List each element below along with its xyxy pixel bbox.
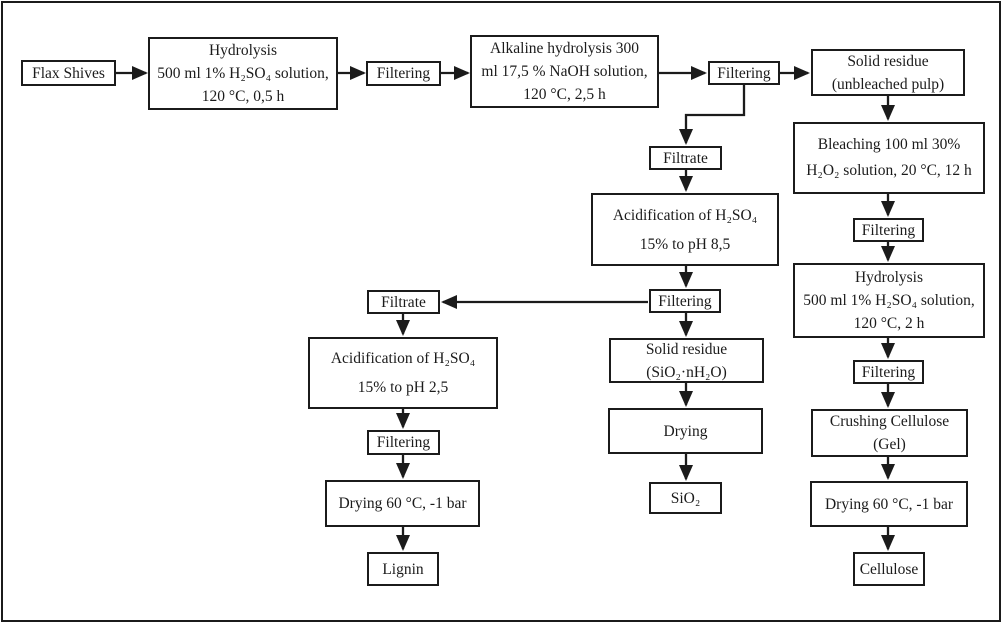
node-filtering-6: Filtering: [367, 430, 440, 455]
node-label: Flax Shives: [32, 64, 105, 82]
node-acidification-ph85: Acidification of H₂SO₄ 15% to pH 8,5: [591, 193, 779, 266]
node-solid-residue-pulp: Solid residue (unbleached pulp): [811, 49, 965, 96]
node-drying-sio2: Drying: [608, 408, 763, 454]
node-filtering-4: Filtering: [853, 360, 924, 384]
node-line: 500 ml 1% H₂SO₄ solution,: [803, 292, 975, 309]
node-filtering-5: Filtering: [649, 289, 721, 313]
node-crushing-cellulose: Crushing Cellulose (Gel): [811, 409, 968, 457]
node-label: Cellulose: [859, 560, 919, 578]
node-filtering-1: Filtering: [366, 61, 441, 86]
node-line: 15% to pH 2,5: [357, 379, 449, 396]
node-line: (Gel): [873, 436, 906, 453]
node-line: 500 ml 1% H₂SO₄ solution,: [157, 65, 329, 82]
node-line: 120 °C, 2 h: [853, 315, 925, 332]
node-label: Drying 60 °C, -1 bar: [338, 495, 467, 512]
node-label: Filtrate: [381, 293, 426, 311]
edge-filtering2-to-filtrate1: [679, 85, 746, 145]
node-solid-residue-sio2: Solid residue (SiO₂·nH₂O): [609, 338, 764, 383]
node-drying-lignin: Drying 60 °C, -1 bar: [325, 480, 480, 527]
node-label: Filtering: [717, 64, 771, 82]
node-line: Solid residue: [645, 340, 728, 358]
node-flax-shives: Flax Shives: [21, 60, 116, 86]
node-hydrolysis-2: Hydrolysis 500 ml 1% H₂SO₄ solution, 120…: [793, 263, 985, 338]
node-hydrolysis-1: Hydrolysis 500 ml 1% H₂SO₄ solution, 120…: [148, 37, 338, 110]
node-line: H₂O₂ solution, 20 °C, 12 h: [806, 162, 972, 179]
node-line: Hydrolysis: [854, 269, 924, 286]
node-label: Filtrate: [663, 149, 708, 167]
node-sio2: SiO₂: [649, 482, 722, 514]
node-line: (SiO₂·nH₂O): [646, 363, 727, 381]
node-label: Filtering: [376, 434, 431, 451]
node-label: Filtering: [376, 65, 431, 82]
node-line: Alkaline hydrolysis 300: [490, 40, 639, 57]
node-label: Filtering: [658, 292, 712, 310]
node-label: Lignin: [382, 560, 424, 578]
node-alkaline-hydrolysis: Alkaline hydrolysis 300 ml 17,5 % NaOH s…: [470, 35, 659, 108]
node-line: 15% to pH 8,5: [639, 235, 731, 253]
node-line: Acidification of H₂SO₄: [330, 350, 476, 367]
node-line: Hydrolysis: [208, 42, 278, 59]
node-line: Crushing Cellulose: [829, 413, 950, 430]
node-label: Drying: [663, 422, 708, 440]
node-line: Solid residue: [847, 52, 929, 70]
node-line: ml 17,5 % NaOH solution,: [481, 63, 648, 80]
node-line: Acidification of H₂SO₄: [612, 206, 758, 224]
node-label: Filtering: [861, 221, 916, 239]
node-bleaching: Bleaching 100 ml 30% H₂O₂ solution, 20 °…: [793, 122, 985, 194]
node-label: SiO₂: [670, 489, 701, 507]
node-line: (unbleached pulp): [831, 75, 945, 93]
node-filtering-2: Filtering: [708, 61, 780, 85]
node-label: Filtering: [861, 363, 916, 381]
node-filtering-3: Filtering: [853, 218, 924, 242]
node-cellulose: Cellulose: [853, 552, 925, 586]
node-line: 120 °C, 2,5 h: [523, 86, 606, 103]
node-line: Bleaching 100 ml 30%: [817, 136, 961, 153]
node-filtrate-2: Filtrate: [367, 290, 440, 314]
node-drying-cellulose: Drying 60 °C, -1 bar: [810, 481, 968, 527]
node-label: Drying 60 °C, -1 bar: [824, 495, 954, 513]
node-line: 120 °C, 0,5 h: [201, 88, 285, 105]
node-acidification-ph25: Acidification of H₂SO₄ 15% to pH 2,5: [308, 337, 498, 409]
node-filtrate-1: Filtrate: [649, 146, 722, 170]
node-lignin: Lignin: [367, 552, 439, 586]
